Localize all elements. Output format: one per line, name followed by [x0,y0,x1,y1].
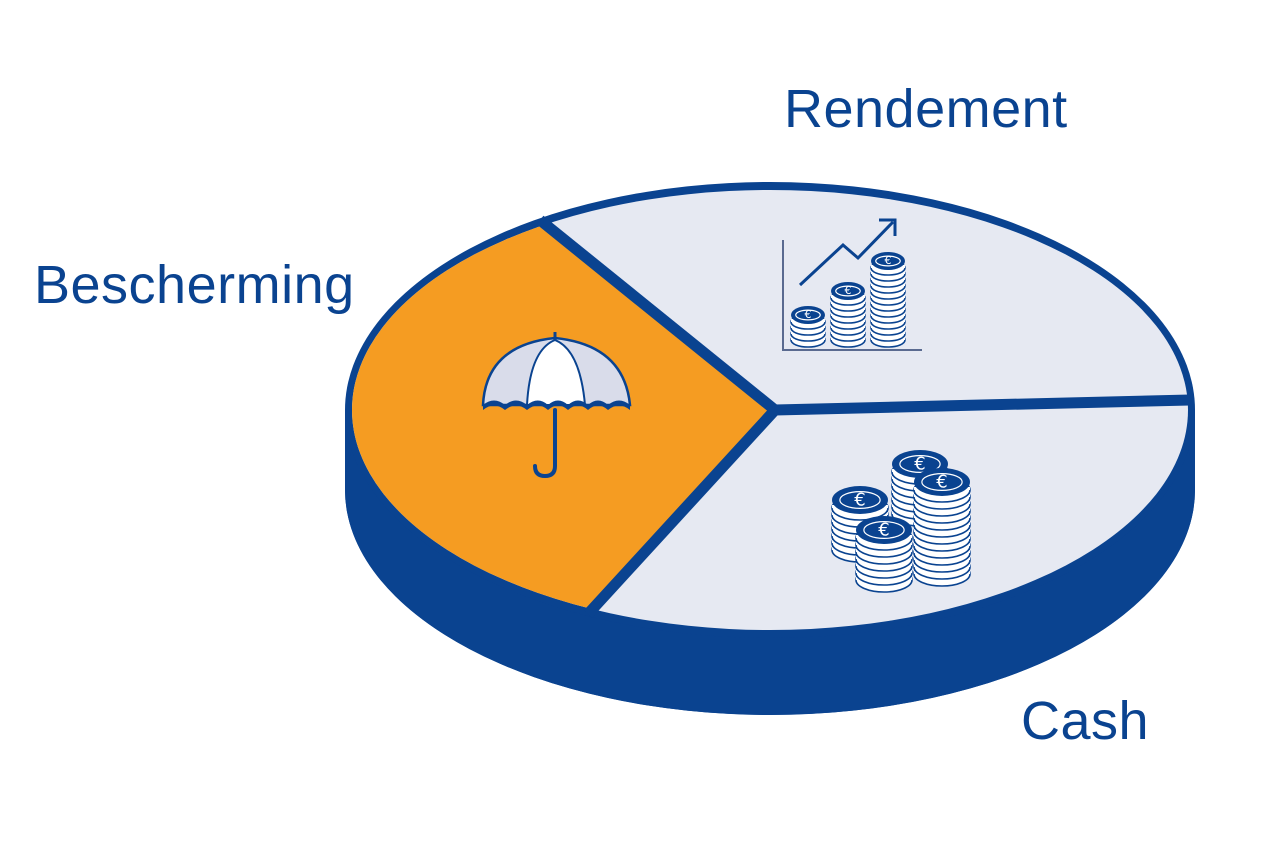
coin-stack: € [913,468,971,587]
euro-coin-stacks-icon: € € € € [831,450,971,593]
label-bescherming: Bescherming [34,255,355,315]
coin-stack: € [855,516,913,593]
label-rendement: Rendement [784,79,1068,139]
euro-symbol: € [914,454,925,475]
label-cash: Cash [1021,691,1150,751]
segment-dividers [536,215,1191,618]
coin-stack: € [870,252,906,348]
euro-symbol: € [845,284,852,297]
euro-symbol: € [878,520,889,541]
coin-stack: € [830,282,866,348]
umbrella-icon [481,332,632,479]
coin-stack: € [790,306,826,348]
euro-symbol: € [885,254,892,267]
euro-symbol: € [805,308,812,321]
euro-symbol: € [936,472,947,493]
growth-chart-coins-icon: € € € [782,218,922,351]
euro-symbol: € [854,490,865,511]
